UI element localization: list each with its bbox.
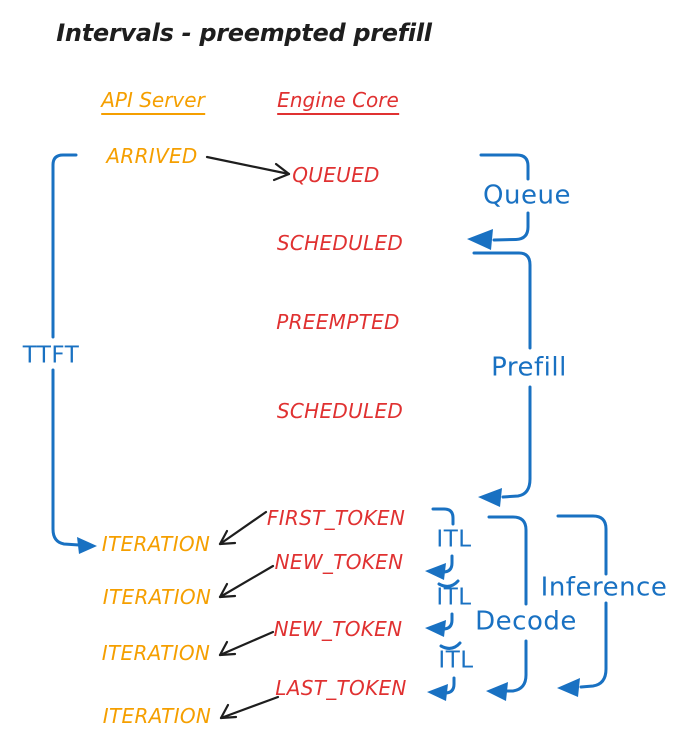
event-iteration-1: ITERATION xyxy=(101,532,211,556)
arrow-last-token-to-iteration-icon xyxy=(219,695,280,720)
event-scheduled-2: SCHEDULED xyxy=(276,399,404,423)
ttft-bracket-icon xyxy=(51,153,97,554)
event-new-token-1: NEW_TOKEN xyxy=(274,550,404,574)
interval-label-ttft: TTFT xyxy=(22,342,80,369)
interval-label-itl-2: ITL xyxy=(436,584,472,611)
inference-bracket-icon xyxy=(556,514,608,697)
column-header-engine-core: Engine Core xyxy=(275,88,401,115)
interval-label-itl-1: ITL xyxy=(436,526,472,553)
itl-bracket-3-icon xyxy=(427,641,462,701)
arrow-new-token-2-to-iteration-icon xyxy=(218,630,275,657)
decode-bracket-icon xyxy=(486,515,528,701)
event-arrived: ARRIVED xyxy=(106,144,198,168)
event-preempted: PREEMPTED xyxy=(276,310,400,334)
event-iteration-3: ITERATION xyxy=(101,641,211,665)
event-queued: QUEUED xyxy=(292,163,380,187)
arrow-arrived-to-queued-icon xyxy=(205,155,291,182)
event-new-token-2: NEW_TOKEN xyxy=(273,617,403,641)
interval-label-decode: Decode xyxy=(475,606,577,637)
arrow-first-token-to-iteration-icon xyxy=(218,510,268,546)
event-scheduled-1: SCHEDULED xyxy=(276,231,404,255)
interval-label-itl-3: ITL xyxy=(438,647,474,674)
event-last-token: LAST_TOKEN xyxy=(275,676,407,700)
itl-bracket-2-icon xyxy=(425,579,460,637)
interval-label-queue: Queue xyxy=(483,180,571,211)
interval-label-prefill: Prefill xyxy=(491,352,567,383)
itl-bracket-1-icon xyxy=(425,507,455,580)
event-iteration-2: ITERATION xyxy=(102,585,212,609)
diagram-title: Intervals - preempted prefill xyxy=(56,18,432,47)
arrow-new-token-to-iteration-icon xyxy=(218,564,275,599)
event-iteration-4: ITERATION xyxy=(102,704,212,728)
event-first-token: FIRST_TOKEN xyxy=(266,506,406,530)
prefill-bracket-icon xyxy=(472,251,532,507)
column-header-api-server: API Server xyxy=(99,88,207,115)
queue-bracket-icon xyxy=(467,153,530,250)
interval-label-inference: Inference xyxy=(540,572,668,603)
